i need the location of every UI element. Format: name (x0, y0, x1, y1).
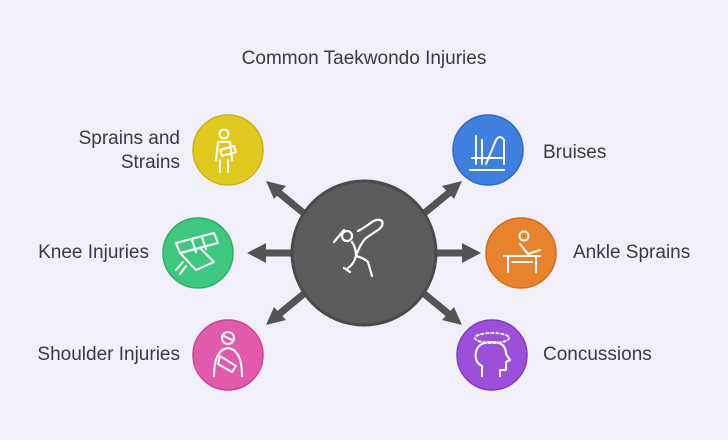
label-ankle-sprains: Ankle Sprains (573, 242, 691, 263)
shoulder-sling-icon (213, 331, 243, 377)
arrow-left (247, 243, 292, 263)
arrow-down-right (419, 289, 462, 325)
diagram-title: Common Taekwondo Injuries (241, 48, 487, 69)
node-knee-injuries (162, 217, 234, 289)
label-concussions: Concussions (543, 344, 652, 365)
arrow-down-left (266, 289, 309, 325)
node-bruises (452, 114, 524, 186)
head-dizzy-icon (474, 332, 511, 377)
hub-circle (290, 179, 438, 327)
node-concussions (456, 319, 528, 391)
taekwondo-kick-icon (332, 218, 384, 278)
node-shoulder-injuries (192, 319, 264, 391)
label-knee-injuries: Knee Injuries (38, 242, 149, 263)
arm-sling-icon (215, 128, 237, 173)
label-sprains-strains: Sprains and Strains (78, 128, 180, 173)
label-shoulder-injuries: Shoulder Injuries (37, 344, 180, 365)
label-bruises: Bruises (543, 142, 607, 163)
arrow-right (436, 243, 481, 263)
arrows (247, 181, 481, 325)
node-sprains-strains (192, 114, 264, 186)
arrow-up-left (266, 181, 309, 218)
bruised-limb-icon (469, 135, 505, 171)
arrow-up-right (419, 181, 462, 218)
ankle-rest-icon (503, 230, 541, 273)
node-ankle-sprains (485, 217, 557, 289)
leg-bandage-icon (175, 232, 219, 275)
